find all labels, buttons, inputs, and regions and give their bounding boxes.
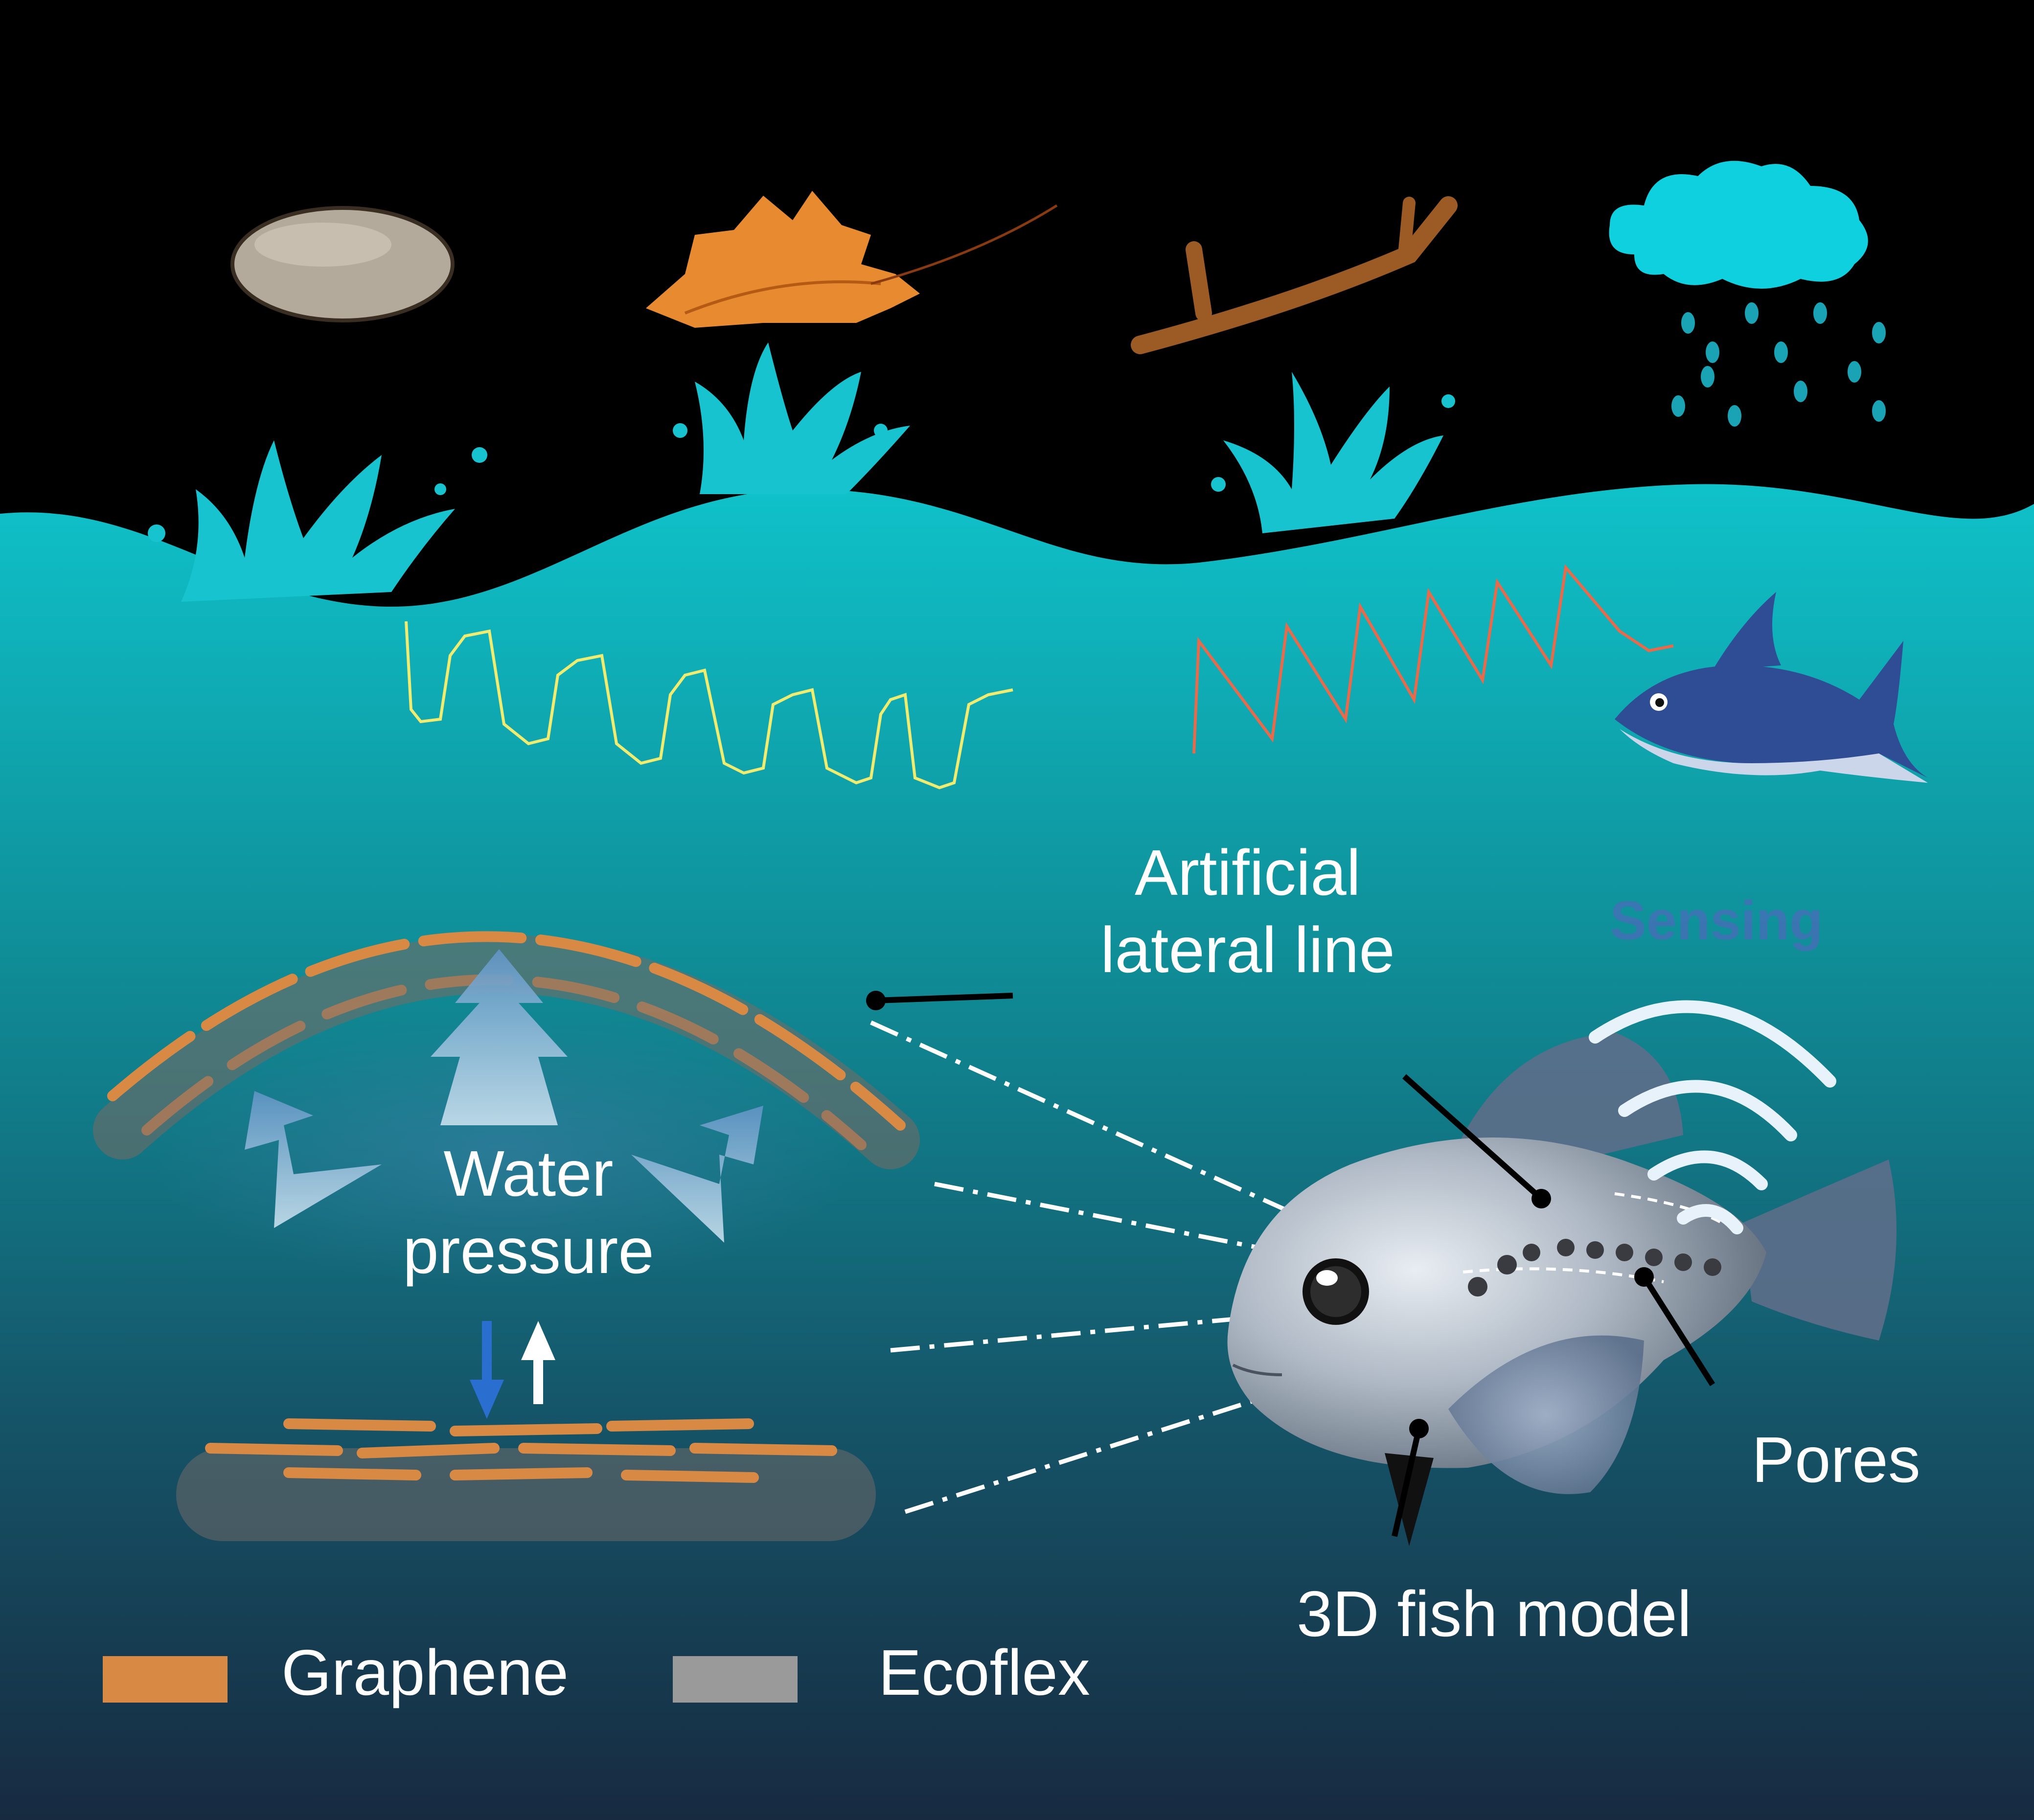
ecoflex-flat-layer [176, 1448, 876, 1541]
shark-icon [1615, 592, 1928, 783]
signal-trace-yellow [405, 621, 1013, 790]
signal-trace-red [1192, 564, 1674, 754]
label-3d-fish-model: 3D fish model [1297, 1578, 1692, 1650]
graphene-flat-layer [205, 1418, 837, 1483]
pores-dots [1468, 1239, 1721, 1297]
legend-label-graphene: Graphene [281, 1637, 569, 1708]
graphene-curved-top [107, 931, 906, 1131]
label-pores: Pores [1752, 1424, 1920, 1496]
rain-cloud-icon [1609, 160, 1886, 427]
legend-label-ecoflex: Ecoflex [878, 1637, 1090, 1708]
splash-icon [148, 440, 487, 602]
legend-swatch-graphene [103, 1656, 228, 1703]
splash-icon [1211, 372, 1455, 533]
fish-icon [1227, 1032, 1897, 1546]
label-water-pressure: Water pressure [403, 1138, 654, 1287]
sensing-waves-icon [1589, 1000, 1836, 1234]
stick-icon [1131, 196, 1458, 354]
arrow-up-icon [521, 1321, 555, 1404]
label-sensing: Sensing [1610, 890, 1823, 951]
legend-swatch-ecoflex [673, 1656, 798, 1703]
splash-icon [673, 342, 910, 494]
label-artificial-lateral-line: Artificial lateral line [1100, 837, 1395, 986]
water-pressure-arrows [245, 949, 763, 1243]
arrow-down-icon [470, 1321, 504, 1419]
leaf-icon [646, 191, 1058, 328]
rock-icon [230, 206, 455, 322]
